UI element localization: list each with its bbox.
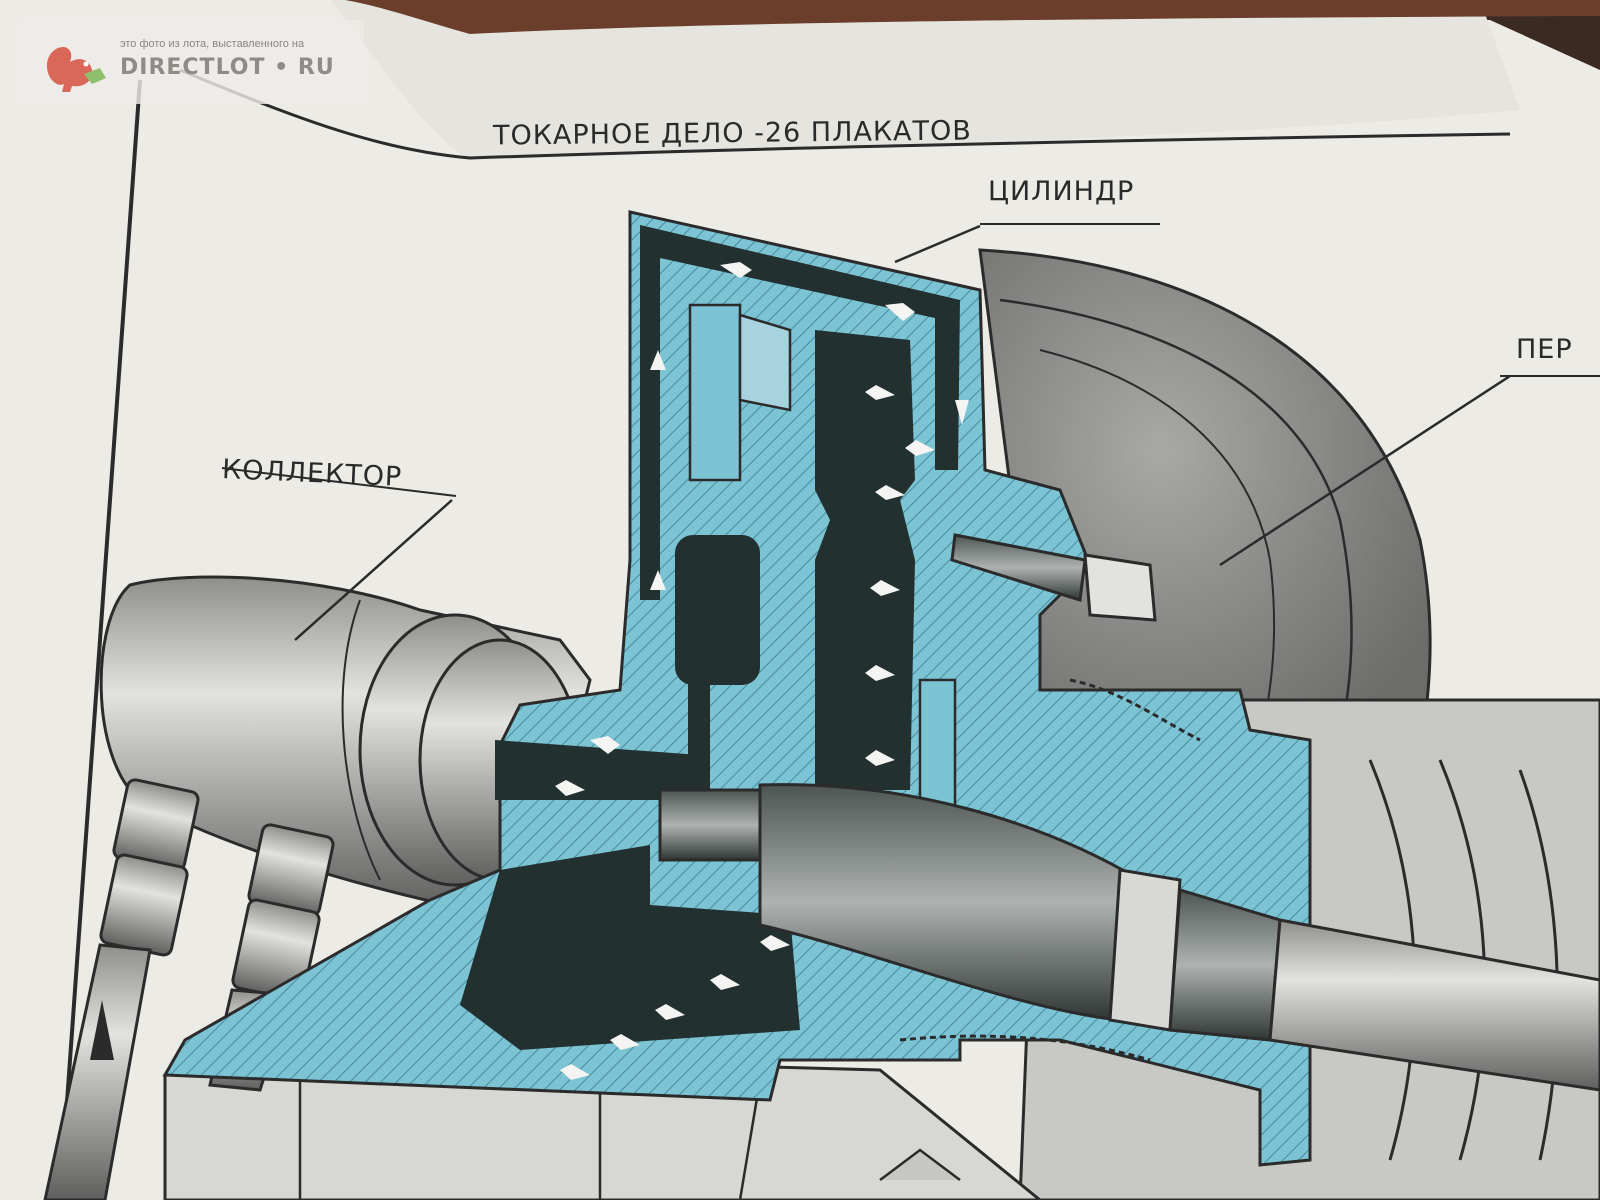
oil-channel-piston (815, 330, 915, 790)
title-rule (179, 68, 1511, 160)
label-cut-off: ПЕР (1516, 334, 1573, 365)
bolt (950, 533, 1157, 622)
hose-fitting-1 (43, 778, 200, 1200)
oil-channel-lower (460, 845, 800, 1050)
paper-top-fold (330, 0, 1520, 160)
piston-chamber (675, 535, 760, 685)
oil-channel-bottom (495, 740, 700, 800)
watermark: это фото из лота, выставленного на DIREC… (20, 20, 364, 104)
label-cylinder: ЦИЛИНДР (988, 176, 1135, 207)
wood-table-edge (345, 0, 1600, 34)
watermark-caption: это фото из лота, выставленного на (120, 38, 305, 50)
flow-arrows (555, 262, 969, 1080)
thread-zone (1069, 678, 1201, 742)
central-shaft (658, 783, 1600, 1092)
cylinder-leader (894, 224, 981, 264)
watermark-brand: DIRECTLOT • RU (120, 55, 335, 80)
squirrel-logo-icon (46, 46, 106, 92)
poster-title: ТОКАРНОЕ ДЕЛО -26 ПЛАКАТОВ (492, 115, 972, 152)
frame-line (58, 79, 142, 1200)
collector-leader (294, 499, 453, 641)
cut-leader (1219, 374, 1511, 567)
collector-underline (221, 467, 457, 497)
flow-arrow-hose (90, 1000, 114, 1060)
